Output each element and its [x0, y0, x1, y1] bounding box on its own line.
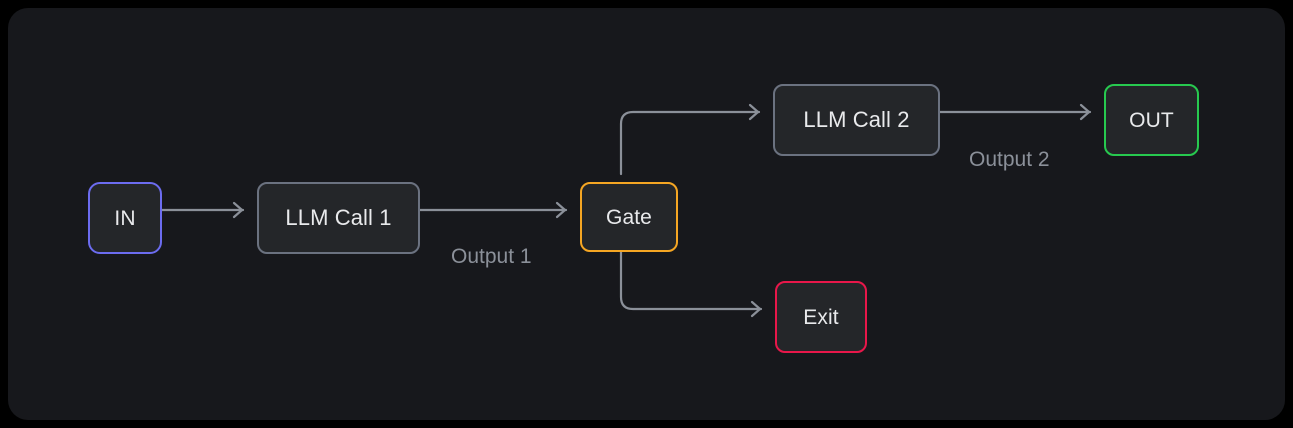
node-gate[interactable]: Gate: [580, 182, 678, 252]
node-in-label: IN: [114, 206, 136, 230]
node-out[interactable]: OUT: [1104, 84, 1199, 156]
node-exit-label: Exit: [803, 305, 839, 329]
edge-in-to-llm-call-1: [153, 201, 245, 219]
node-in[interactable]: IN: [88, 182, 162, 254]
node-llm-call-1-label: LLM Call 1: [285, 205, 392, 230]
edge-label-output-1: Output 1: [451, 245, 532, 268]
edge-llm-call-1-to-gate: [411, 201, 568, 219]
node-llm-call-1[interactable]: LLM Call 1: [257, 182, 420, 254]
node-llm-call-2-label: LLM Call 2: [803, 107, 910, 132]
node-llm-call-2[interactable]: LLM Call 2: [773, 84, 940, 156]
edge-gate-to-llm-call-2: [619, 103, 761, 176]
edge-label-output-2: Output 2: [969, 148, 1050, 171]
edge-llm-call-2-to-out: [931, 103, 1092, 121]
node-gate-label: Gate: [606, 205, 652, 229]
edge-gate-to-exit: [619, 242, 763, 318]
diagram-canvas: IN LLM Call 1 Gate LLM Call 2 OUT Exit O…: [8, 8, 1285, 420]
node-exit[interactable]: Exit: [775, 281, 867, 353]
node-out-label: OUT: [1129, 108, 1174, 132]
